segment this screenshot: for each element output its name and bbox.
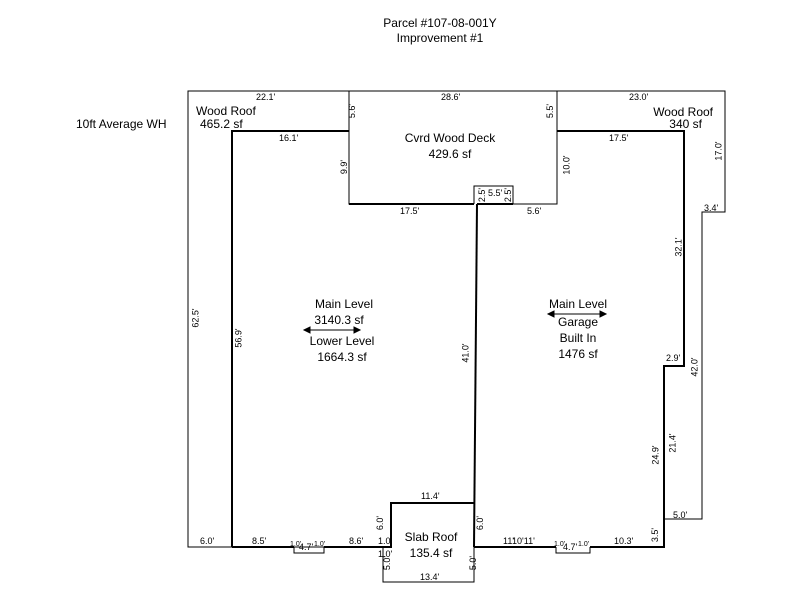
main-level-left-size: 3140.3 sf [314, 313, 364, 327]
dim-28-6: 28.6' [441, 92, 461, 102]
dim-5-0-slab-left: 5.0' [382, 555, 393, 571]
main-level-right-name: Main Level [548, 297, 608, 311]
arrow-right-head-b [599, 310, 608, 318]
dim-23-0: 23.0' [629, 92, 649, 102]
main-level-outline [231, 130, 349, 547]
dim-9-9: 9.9' [339, 159, 350, 175]
dim-11: 11' [503, 536, 515, 546]
shared-wall [473, 203, 478, 548]
dim-4-7-left: 4.7' [299, 542, 314, 552]
dim-22-1: 22.1' [256, 92, 276, 102]
dim-1-0-notch-d: 1.0' [578, 541, 590, 548]
dim-8-6: 8.6' [349, 536, 364, 546]
dim-24-9: 24.9' [650, 445, 661, 465]
dim-2-5-a: 2.5' [477, 187, 488, 203]
dim-17-0: 17.0' [713, 141, 724, 161]
dim-6-0-slab-right: 6.0' [475, 515, 486, 531]
notch-left [293, 547, 325, 554]
slab-roof-size: 135.4 sf [409, 546, 453, 560]
dim-6-0-left: 6.0' [200, 536, 215, 546]
dim-21-4: 21.4' [667, 433, 678, 453]
dim-1-0-b: 1.0' [378, 549, 393, 559]
dim-5-6-bottom: 5.6' [527, 206, 542, 216]
main-level-bottom-b [324, 502, 474, 548]
deck-name: Cvrd Wood Deck [404, 131, 496, 145]
garage-sub: Built In [559, 331, 597, 345]
dim-13-4: 13.4' [420, 572, 440, 582]
dim-1-0-a: 1.0' [378, 536, 393, 546]
dim-42-0: 42.0' [689, 357, 700, 377]
dim-5-0-right: 5.0' [673, 510, 688, 520]
improvement-title: Improvement #1 [396, 31, 484, 45]
dim-10-0: 10.0' [561, 155, 572, 175]
slab-roof-name: Slab Roof [404, 530, 458, 544]
dim-17-5-deck: 17.5' [400, 206, 420, 216]
dim-16-1: 16.1' [279, 133, 299, 143]
dim-10-3: 10.3' [614, 536, 634, 546]
deck-outline-right [473, 91, 558, 205]
garage-name: Garage [557, 315, 599, 329]
dim-6-0-slab-left: 6.0' [375, 515, 386, 531]
parcel-title: Parcel #107-08-001Y [383, 16, 497, 30]
dim-2-5-b: 2.5' [503, 187, 514, 203]
dim-2-9: 2.9' [666, 353, 681, 363]
dim-11-4: 11.4' [421, 491, 440, 501]
dim-3-4: 3.4' [704, 203, 719, 213]
average-wall-height-note: 10ft Average WH [76, 117, 167, 131]
dim-4-7-right: 4.7' [563, 542, 578, 552]
wood-roof-left-size: 465.2 sf [200, 117, 243, 131]
main-level-left-name: Main Level [314, 297, 374, 311]
lower-level-size: 1664.3 sf [317, 350, 367, 364]
dim-10-11: 10'11' [512, 536, 535, 546]
wood-roof-left-name: Wood Roof [196, 104, 256, 118]
lower-level-name: Lower Level [309, 334, 375, 348]
garage-size: 1476 sf [558, 347, 598, 361]
dim-3-5: 3.5' [650, 527, 661, 543]
arrow-right-head-a [546, 310, 555, 318]
dim-62-5: 62.5' [190, 308, 201, 328]
arrow-left-head-a [302, 326, 311, 334]
notch-right [555, 547, 591, 554]
dim-41-0: 41.0' [460, 343, 471, 363]
slab-roof-outline [382, 547, 475, 583]
dim-8-5: 8.5' [252, 536, 267, 546]
dim-17-5-top: 17.5' [609, 133, 629, 143]
dim-5-5-step: 5.5' [488, 188, 503, 198]
dim-56-9: 56.9' [233, 328, 244, 348]
wood-roof-right-size: 340 sf [669, 117, 702, 131]
garage-outline [557, 130, 685, 548]
dim-5-6-deck-left: 5.6' [347, 103, 358, 119]
arrow-left-head-b [353, 326, 362, 334]
dim-1-0-notch-b: 1.0' [314, 541, 326, 548]
dim-5-5-deck-right: 5.5' [545, 103, 556, 119]
dim-32-1: 32.1' [673, 237, 684, 257]
dim-1-0-notch-a: 1.0' [290, 541, 302, 548]
deck-size: 429.6 sf [428, 147, 472, 161]
dim-1-0-notch-c: 1.0' [554, 541, 566, 548]
dim-5-0-slab-right: 5.0' [468, 555, 479, 571]
wood-roof-right-name: Wood Roof [653, 105, 713, 119]
